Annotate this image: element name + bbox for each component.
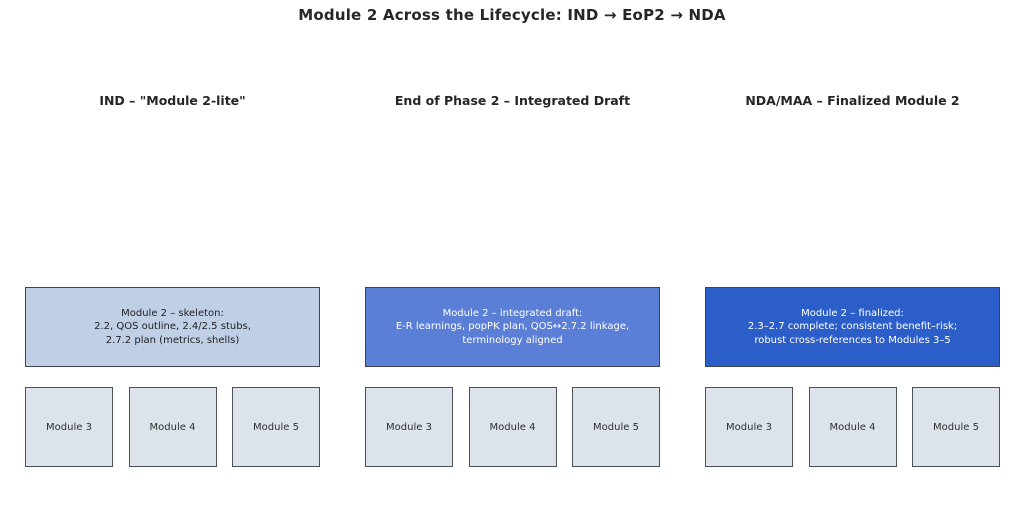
module2-box-line: Module 2 – integrated draft: <box>442 308 583 320</box>
module2-box-line: 2.3–2.7 complete; consistent benefit–ris… <box>747 321 958 333</box>
module2-box-nda: Module 2 – finalized: 2.3–2.7 complete; … <box>705 287 1000 367</box>
sub-module-row-nda: Module 3 Module 4 Module 5 <box>705 387 1000 467</box>
sub-module-row-eop2: Module 3 Module 4 Module 5 <box>365 387 660 467</box>
module3-box-ind: Module 3 <box>25 387 113 467</box>
module2-box-eop2: Module 2 – integrated draft: E-R learnin… <box>365 287 660 367</box>
module3-box-eop2: Module 3 <box>365 387 453 467</box>
module2-box-ind: Module 2 – skeleton: 2.2, QOS outline, 2… <box>25 287 320 367</box>
column-nda: NDA/MAA – Finalized Module 2 Module 2 – … <box>705 0 1000 510</box>
stage-header-eop2: End of Phase 2 – Integrated Draft <box>394 93 631 108</box>
sub-module-row-ind: Module 3 Module 4 Module 5 <box>25 387 320 467</box>
stage-header-nda: NDA/MAA – Finalized Module 2 <box>745 93 960 108</box>
module5-box-eop2: Module 5 <box>572 387 660 467</box>
module2-box-line: 2.7.2 plan (metrics, shells) <box>105 334 240 346</box>
stage-header-ind: IND – "Module 2-lite" <box>99 93 246 108</box>
module5-box-nda: Module 5 <box>912 387 1000 467</box>
column-eop2: End of Phase 2 – Integrated Draft Module… <box>365 0 660 510</box>
module2-box-line: terminology aligned <box>462 334 563 346</box>
module4-box-eop2: Module 4 <box>468 387 557 467</box>
module3-box-nda: Module 3 <box>705 387 793 467</box>
module2-box-line: Module 2 – skeleton: <box>121 308 224 320</box>
column-ind: IND – "Module 2-lite" Module 2 – skeleto… <box>25 0 320 510</box>
diagram-title: Module 2 Across the Lifecycle: IND → EoP… <box>298 6 726 24</box>
module2-box-line: 2.2, QOS outline, 2.4/2.5 stubs, <box>94 321 251 333</box>
module4-box-ind: Module 4 <box>128 387 217 467</box>
module2-box-line: E-R learnings, popPK plan, QOS↔2.7.2 lin… <box>395 321 630 333</box>
module2-box-line: Module 2 – finalized: <box>801 308 904 320</box>
module5-box-ind: Module 5 <box>232 387 320 467</box>
module4-box-nda: Module 4 <box>808 387 897 467</box>
module2-box-line: robust cross-references to Modules 3–5 <box>754 334 951 346</box>
